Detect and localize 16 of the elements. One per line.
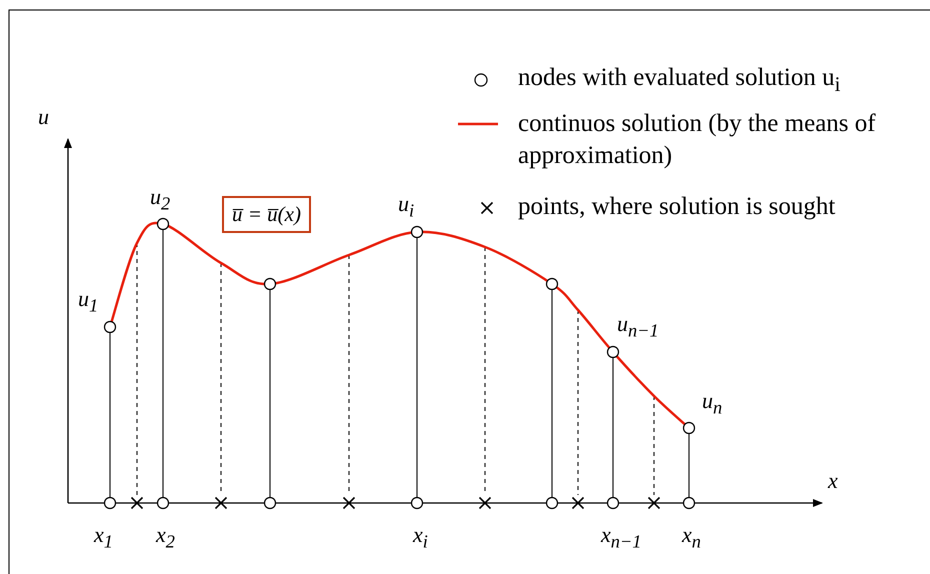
value-label: u$_{2}$ xyxy=(150,186,170,213)
formula-box: u̅ = u̅(x) xyxy=(222,196,311,233)
point-label: x$_{n−1}$ xyxy=(601,524,642,551)
point-label: x$_{2}$ xyxy=(156,524,175,551)
axis-label: u xyxy=(38,106,49,128)
axis-label: x xyxy=(828,470,838,492)
point-label: x$_{1}$ xyxy=(94,524,113,551)
value-label: u$_{n}$ xyxy=(702,390,722,417)
legend-text: points, where solution is sought xyxy=(518,192,836,222)
point-label: x$_{n}$ xyxy=(682,524,701,551)
legend-text: nodes with evaluated solution u$_{i}$ xyxy=(518,63,842,98)
value-label: u$_{n−1}$ xyxy=(617,313,659,340)
legend-text: continuos solution (by the means of approximation) xyxy=(518,109,877,171)
value-label: u$_{i}$ xyxy=(398,193,414,220)
value-label: u$_{1}$ xyxy=(78,288,98,315)
point-label: x$_{i}$ xyxy=(413,524,428,551)
